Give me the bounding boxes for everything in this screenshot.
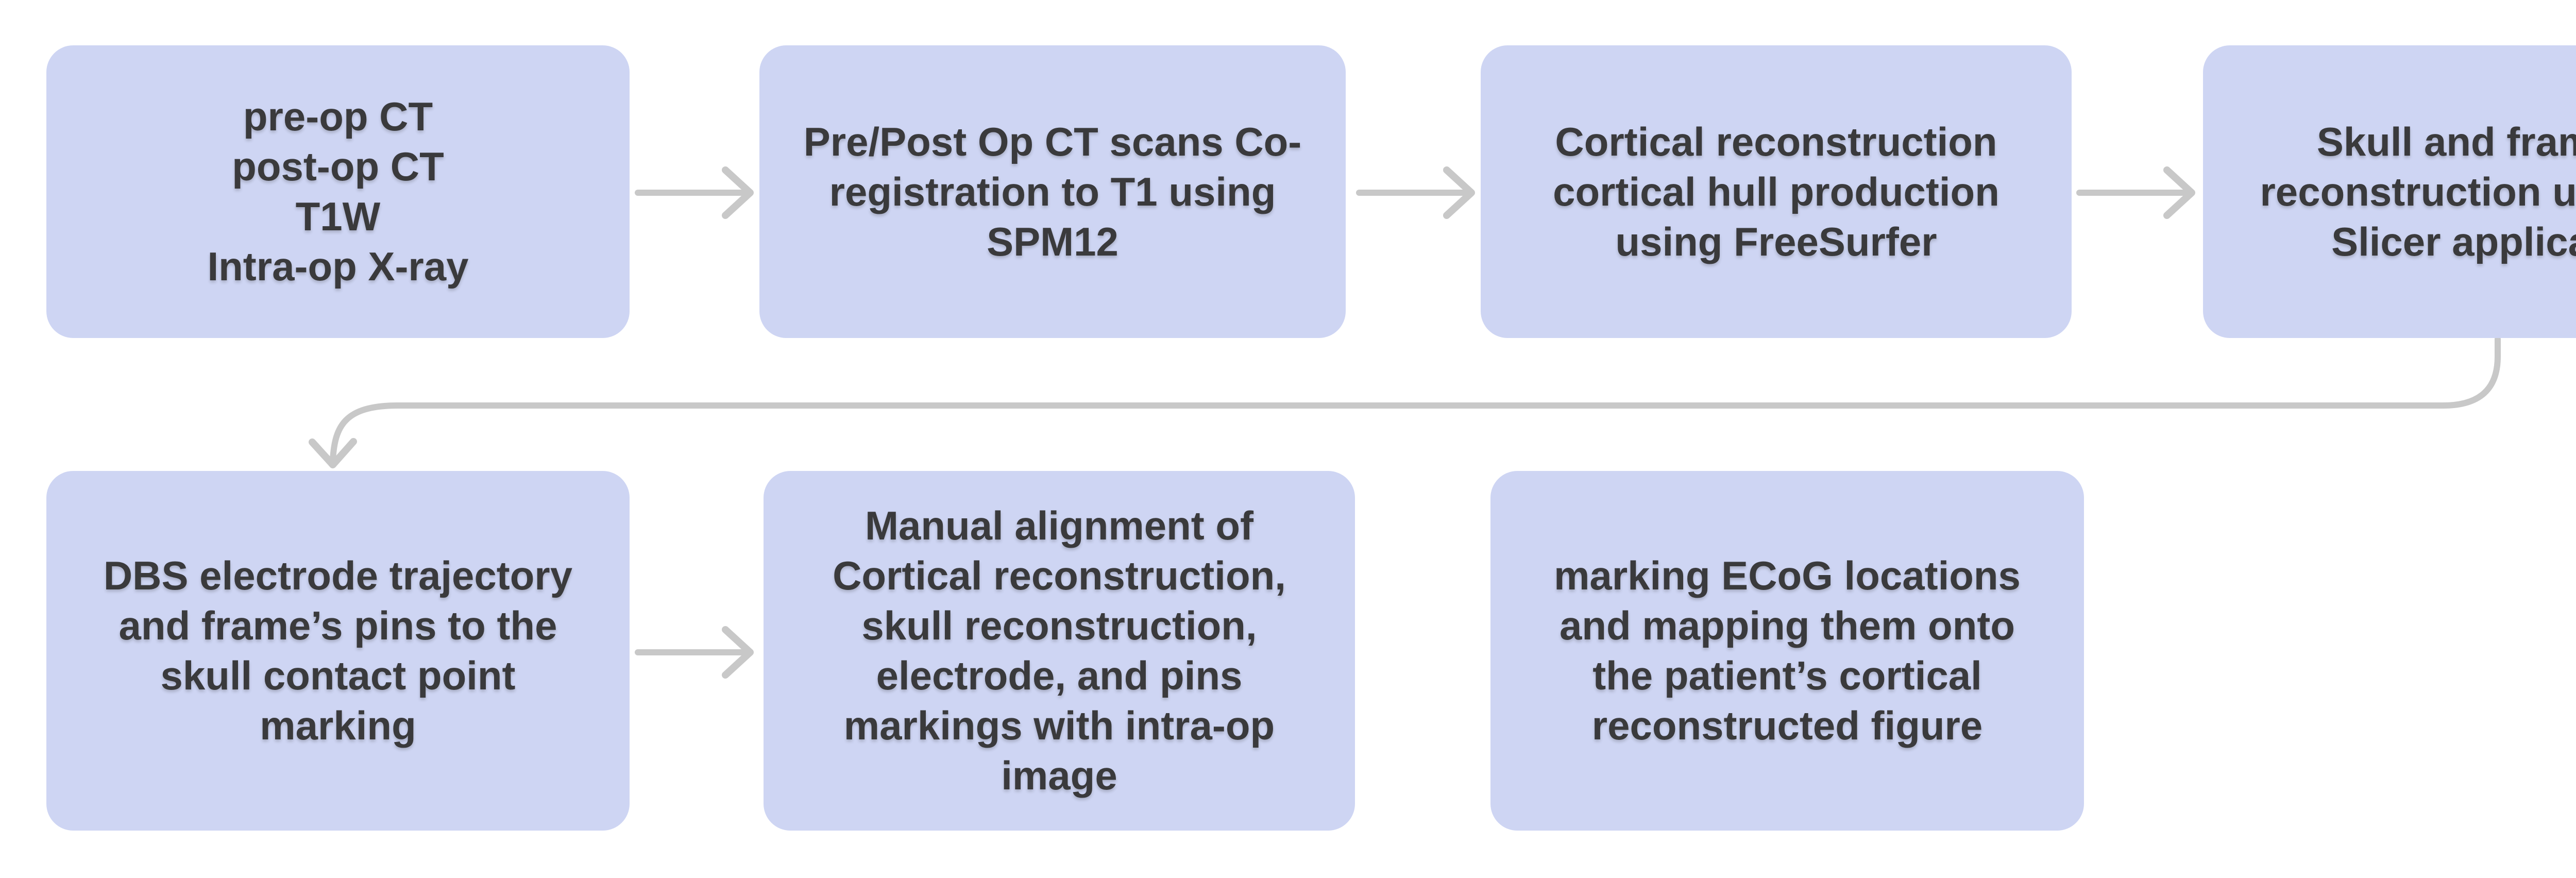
flow-step-imaging-inputs: pre-op CT post-op CT T1W Intra-op X-ray: [46, 45, 630, 338]
flow-step-imaging-inputs-label: pre-op CT post-op CT T1W Intra-op X-ray: [207, 94, 469, 289]
flow-step-cortical-reconstruction-label: Cortical reconstruction cortical hull pr…: [1553, 119, 1999, 264]
flow-step-coregistration-label: Pre/Post Op CT scans Co- registration to…: [803, 119, 1302, 264]
flow-step-skull-frame-reconstruction: Skull and frame 3D reconstruction using …: [2203, 45, 2576, 338]
flow-step-coregistration: Pre/Post Op CT scans Co- registration to…: [759, 45, 1346, 338]
arrow-imaging-to-coregistration: [635, 166, 754, 219]
arrow-electrode-marking-to-alignment: [635, 626, 754, 679]
flow-step-ecog-mapping-label: marking ECoG locations and mapping them …: [1554, 553, 2021, 748]
flow-step-ecog-mapping: marking ECoG locations and mapping them …: [1490, 471, 2084, 831]
flow-step-manual-alignment-label: Manual alignment of Cortical reconstruct…: [833, 503, 1286, 798]
flow-step-electrode-pins-marking-label: DBS electrode trajectory and frame’s pin…: [103, 553, 573, 748]
arrow-cortical-to-skull-frame: [2076, 166, 2195, 219]
flow-step-electrode-pins-marking: DBS electrode trajectory and frame’s pin…: [46, 471, 630, 831]
arrow-coregistration-to-cortical: [1356, 166, 1475, 219]
flow-step-skull-frame-reconstruction-label: Skull and frame 3D reconstruction using …: [2260, 119, 2576, 264]
flow-step-manual-alignment: Manual alignment of Cortical reconstruct…: [764, 471, 1355, 831]
arrow-skull-frame-to-electrode-marking: [309, 336, 2501, 468]
flow-step-cortical-reconstruction: Cortical reconstruction cortical hull pr…: [1481, 45, 2072, 338]
